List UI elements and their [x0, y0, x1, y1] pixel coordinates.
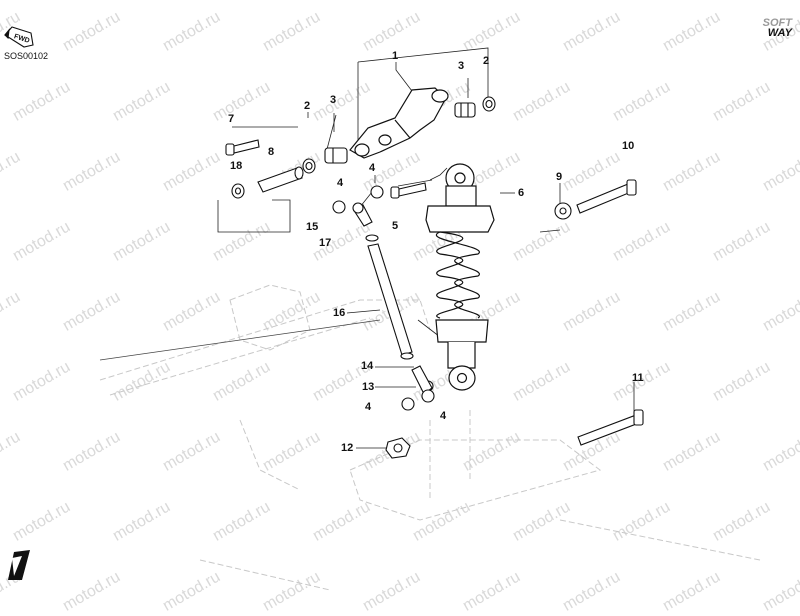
callout-14: 14 [361, 360, 374, 372]
pin-8 [231, 166, 304, 199]
bolt-10 [554, 179, 637, 220]
brand-bottom: WAY [767, 27, 792, 39]
tie-rod-16 [352, 202, 435, 403]
callout-6: 6 [518, 187, 525, 199]
callout-1: 1 [392, 50, 399, 62]
callout-12: 12 [341, 442, 354, 454]
brand-top: SOFT [762, 17, 792, 29]
shock-absorber-6 [425, 163, 495, 391]
callout-4: 4 [365, 401, 372, 413]
callout-8: 8 [268, 146, 275, 158]
callout-18: 18 [230, 160, 243, 172]
callout-16: 16 [333, 307, 346, 319]
fwd-label: FWD [13, 33, 30, 45]
nut-12 [385, 437, 411, 459]
rocker-arm [349, 87, 449, 159]
bolt-7 [225, 139, 260, 156]
bolt-11 [577, 409, 644, 446]
callout-2: 2 [304, 100, 311, 112]
callout-4: 4 [440, 410, 447, 422]
fwd-arrow-icon: FWD [4, 26, 34, 48]
callout-2: 2 [483, 55, 490, 67]
callout-3: 3 [330, 94, 337, 106]
callout-17: 17 [319, 237, 332, 249]
diagram-drawing: FWD [4, 26, 761, 591]
frame-outline [99, 284, 761, 591]
corner-logo-icon [8, 550, 30, 580]
callout-4: 4 [369, 162, 376, 174]
leader-lines [99, 47, 635, 449]
callout-7: 7 [228, 113, 235, 125]
callout-11: 11 [632, 372, 644, 384]
callout-10: 10 [622, 140, 635, 152]
callout-9: 9 [556, 171, 563, 183]
callout-3: 3 [458, 60, 465, 72]
brand-logo: SOFT WAY [762, 17, 792, 39]
callout-13: 13 [362, 381, 375, 393]
callout-4: 4 [337, 177, 344, 189]
bearing-set-left [302, 147, 348, 174]
diagram-code: SOS00102 [4, 51, 49, 61]
callout-15: 15 [306, 221, 319, 233]
bearing-set-right [454, 96, 496, 118]
callout-5: 5 [392, 220, 399, 232]
